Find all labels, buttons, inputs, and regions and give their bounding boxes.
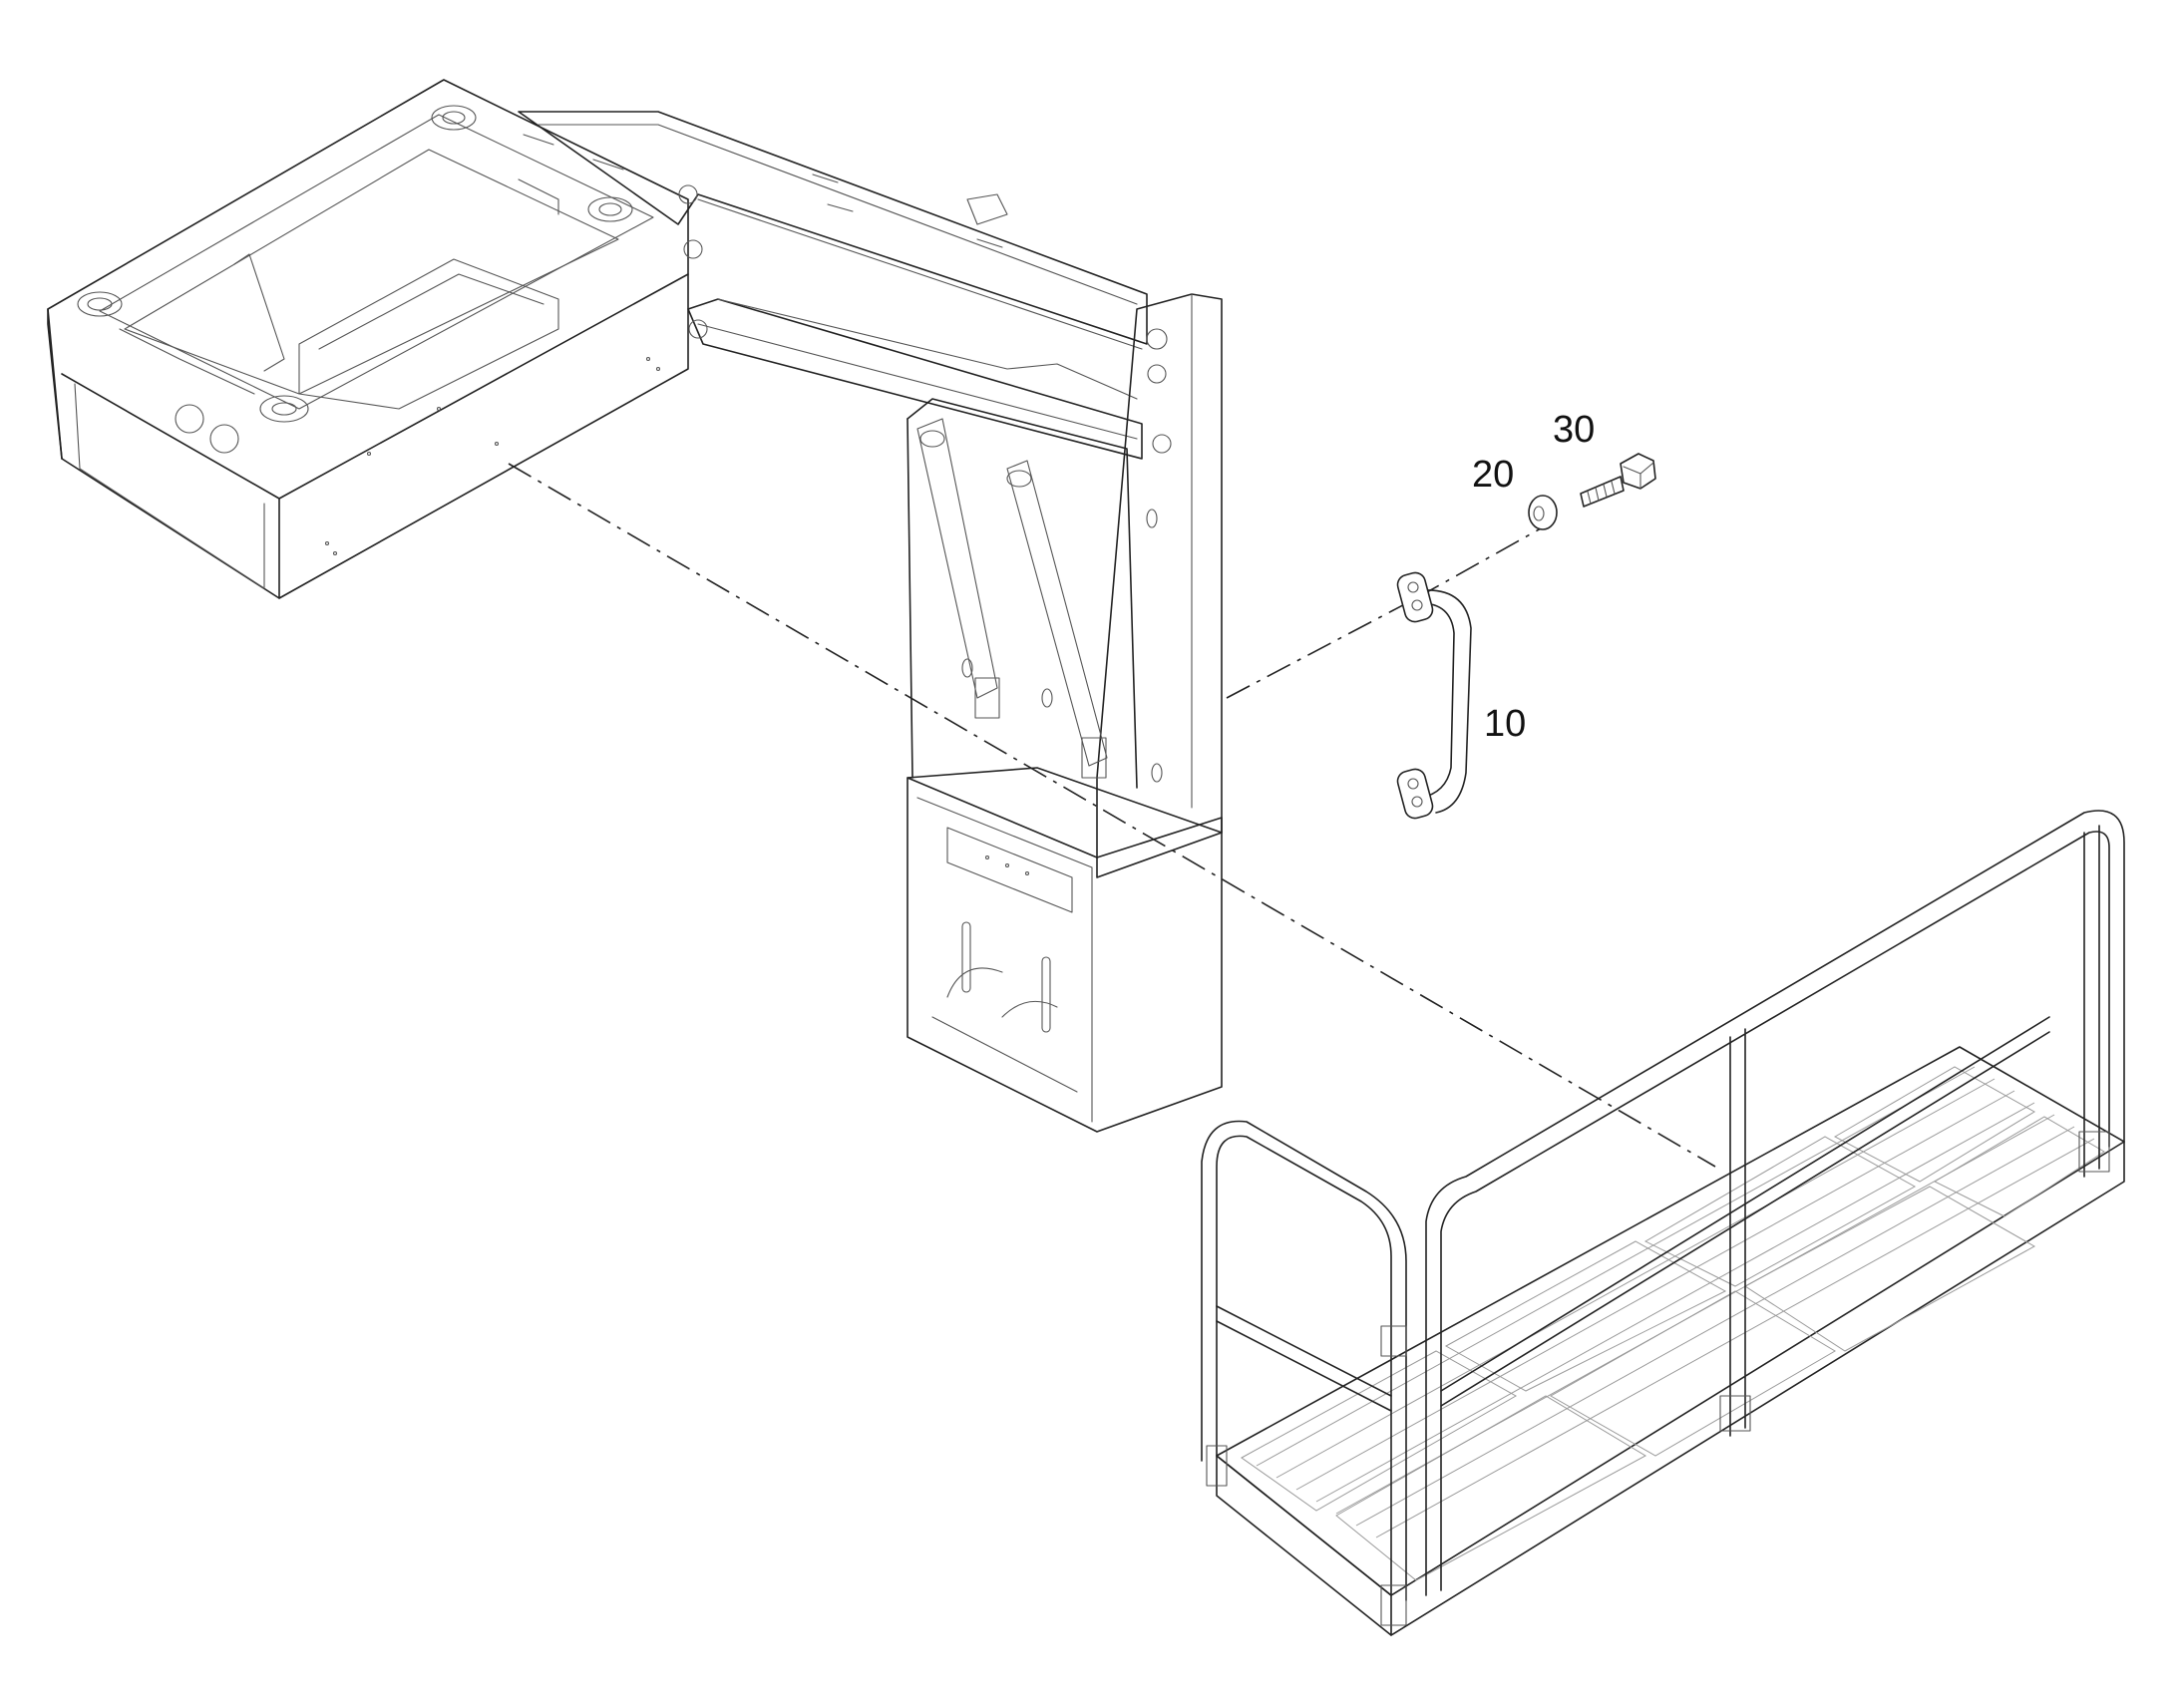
callout-30: 30 (1553, 409, 1595, 451)
mast-column (907, 293, 1223, 1133)
callout-10: 10 (1484, 703, 1526, 745)
grab-handle-part (1396, 571, 1472, 820)
boom-arms (518, 111, 1172, 460)
bolt-part (1580, 453, 1656, 508)
walkway-platform (1201, 810, 2125, 1636)
washer-part (1528, 495, 1558, 530)
callout-20: 20 (1472, 454, 1514, 496)
platform-box (47, 79, 689, 599)
assembly-lines (508, 463, 1716, 1168)
